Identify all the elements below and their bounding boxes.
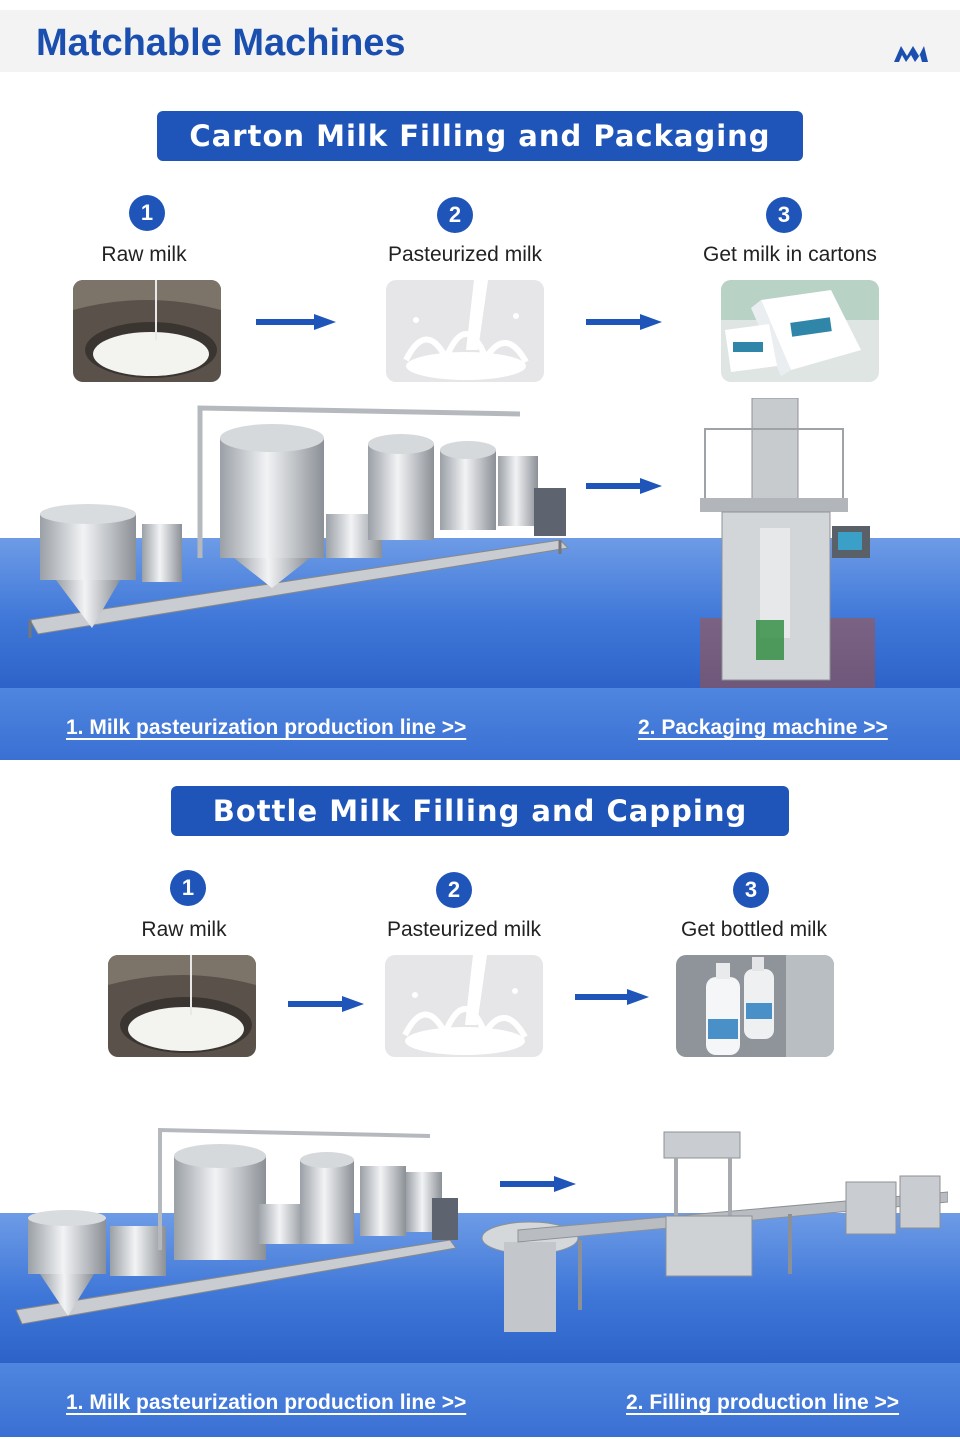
packaging-machine-image (700, 398, 875, 688)
step-label-raw-milk: Raw milk (141, 918, 227, 941)
link-filling-production-line[interactable]: 2. Filling production line >> (626, 1391, 900, 1414)
step-badge-2: 2 (436, 872, 472, 908)
pasteurization-line-machine-image (28, 405, 570, 638)
link-pasteurization-line-carton[interactable]: 1. Milk pasteurization production line >… (66, 716, 467, 739)
pasteurized-milk-image (386, 280, 544, 382)
section-title-bottle: Bottle Milk Filling and Capping Line (171, 786, 789, 878)
raw-milk-image (73, 280, 221, 382)
step-label-pasteurized-milk: Pasteurized milk (386, 918, 542, 941)
page-title: Matchable Machines (36, 22, 406, 64)
step-label-pasteurized-milk: Pasteurized milk (387, 243, 543, 266)
step-badge-1: 1 (170, 870, 206, 906)
step-label-raw-milk: Raw milk (101, 243, 187, 266)
page-header: Matchable Machines (0, 10, 960, 72)
links-bar (0, 688, 960, 760)
filling-line-machine-image (481, 1131, 948, 1332)
pasteurization-line-machine-image (15, 1127, 458, 1325)
link-pasteurization-line-bottle[interactable]: 1. Milk pasteurization production line >… (66, 1391, 467, 1414)
step-badge-3: 3 (766, 197, 802, 233)
milk-cartons-image (721, 280, 879, 382)
brand-m-logo-icon (894, 46, 928, 62)
step-label-bottled-milk: Get bottled milk (681, 918, 827, 941)
bottled-milk-image (676, 955, 834, 1057)
raw-milk-image (108, 955, 256, 1057)
pasteurized-milk-image (385, 955, 543, 1057)
step-label-cartons: Get milk in cartons (703, 243, 877, 266)
section-title-carton: Carton Milk Filling and Packaging Line (157, 111, 803, 203)
step-badge-2: 2 (437, 197, 473, 233)
links-bar (0, 1363, 960, 1437)
step-badge-1: 1 (129, 195, 165, 231)
step-badge-3: 3 (733, 872, 769, 908)
link-packaging-machine[interactable]: 2. Packaging machine >> (638, 716, 888, 739)
